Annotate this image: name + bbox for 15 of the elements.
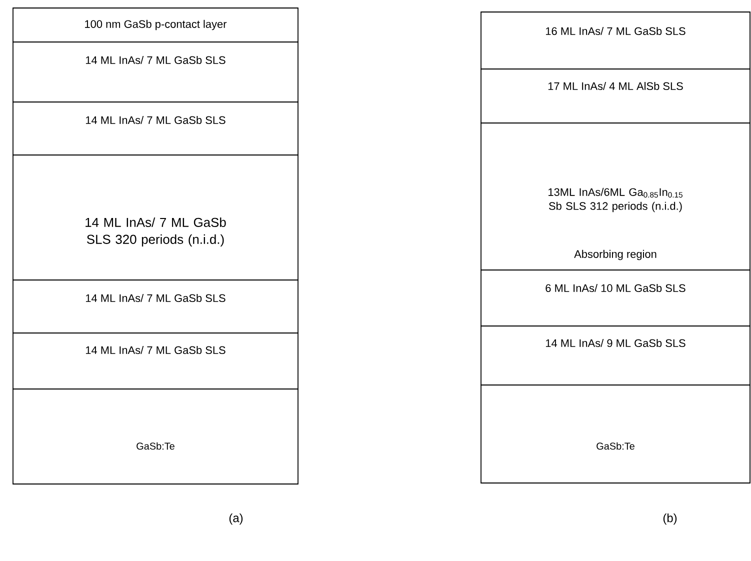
layer-box: 17 ML InAs/ 4 ML AlSb SLS xyxy=(480,68,750,124)
panel-label: (a) xyxy=(229,513,243,525)
layer-box: 14 ML InAs/ 7 ML GaSb SLS 320 periods (n.i.d.) xyxy=(12,154,298,280)
layer-box: 13ML InAs/6ML Ga$_{0.85}$In$_{0.15}$ Sb SLS 312 periods (n.i.d.) Absorbing region xyxy=(480,122,750,270)
layer-box: 14 ML InAs/ 9 ML GaSb SLS xyxy=(480,326,750,386)
layer-box: 14 ML InAs/ 7 ML GaSb SLS xyxy=(12,280,298,334)
panel-label: (b) xyxy=(663,513,677,525)
layer-box: 14 ML InAs/ 7 ML GaSb SLS xyxy=(12,42,298,102)
layer-box: GaSb:Te xyxy=(12,388,298,484)
layer-box: 6 ML InAs/ 10 ML GaSb SLS xyxy=(480,270,750,326)
layer-box: 16 ML InAs/ 7 ML GaSb SLS xyxy=(480,12,750,70)
layer-box: GaSb:Te xyxy=(480,384,750,484)
layer-box: 100 nm GaSb p-contact layer xyxy=(12,8,298,42)
layer-box: 14 ML InAs/ 7 ML GaSb SLS xyxy=(12,102,298,156)
layer-box: 14 ML InAs/ 7 ML GaSb SLS xyxy=(12,332,298,390)
